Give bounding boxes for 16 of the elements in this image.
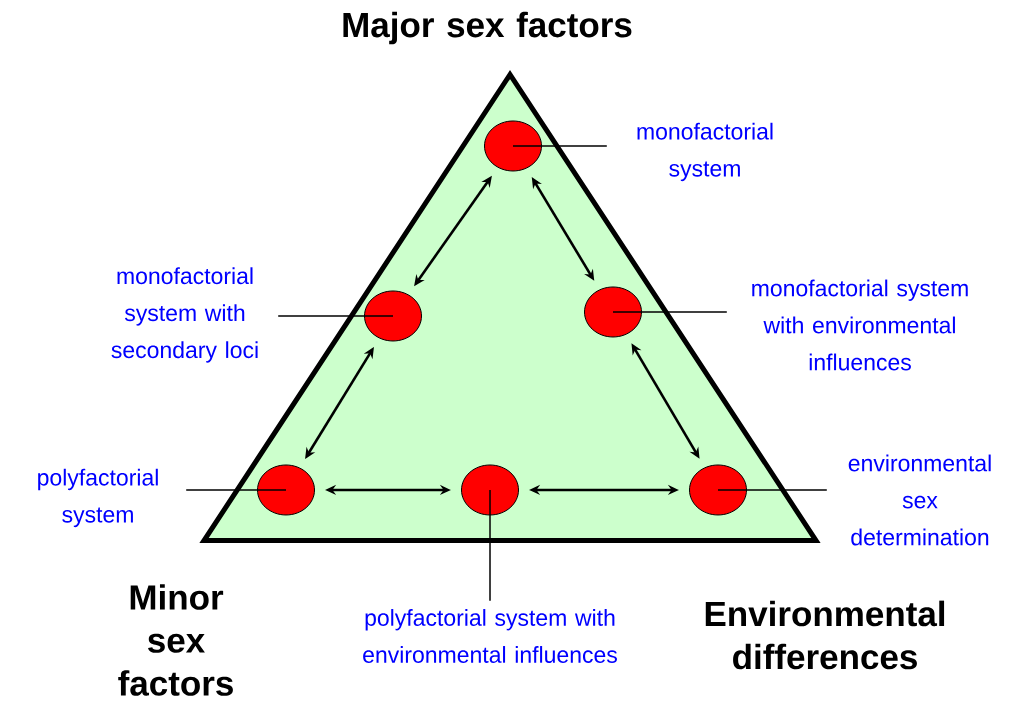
circle bbox=[584, 286, 642, 338]
callout-text: monofactorial system with environmental influences bbox=[752, 279, 968, 371]
leader-line bbox=[489, 489, 491, 602]
leader-line bbox=[185, 489, 287, 491]
callout-text: polyfactorial system bbox=[38, 468, 158, 528]
circle bbox=[484, 120, 542, 172]
callout-text: monofactorial system bbox=[637, 122, 773, 182]
circle bbox=[364, 290, 422, 342]
circle bbox=[689, 464, 747, 516]
circle bbox=[461, 464, 519, 516]
leader-line bbox=[612, 311, 728, 313]
callout-text: polyfactorial system with environmental influences bbox=[363, 609, 617, 663]
callout-text: environmental sex determination bbox=[848, 454, 991, 546]
callout-text: monofactorial system with secondary loci bbox=[111, 267, 258, 363]
circle bbox=[257, 464, 315, 516]
leader-line bbox=[717, 489, 828, 491]
